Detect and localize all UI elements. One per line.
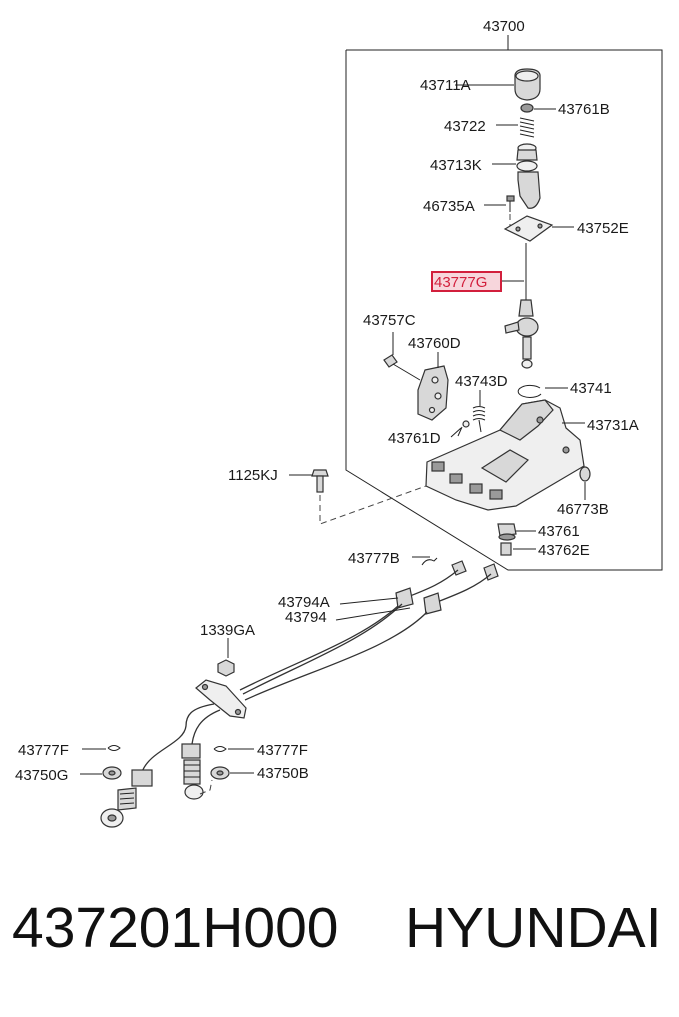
select-bracket[interactable] <box>417 365 449 421</box>
housing-bushing[interactable] <box>579 466 591 482</box>
label-43713K: 43713K <box>430 157 482 174</box>
label-43750G: 43750G <box>15 767 68 784</box>
label-43750B: 43750B <box>257 765 309 782</box>
label-43794: 43794 <box>285 609 327 626</box>
shift-housing[interactable] <box>425 399 585 511</box>
shift-boot[interactable] <box>516 143 541 209</box>
cable-clip-right[interactable] <box>213 746 227 752</box>
screw-46735A[interactable] <box>506 195 515 212</box>
washer-right[interactable] <box>210 766 230 780</box>
shift-spring[interactable] <box>519 117 535 138</box>
shift-lever[interactable] <box>504 243 539 369</box>
label-43761D: 43761D <box>388 430 441 447</box>
bracket-nut[interactable] <box>217 659 235 677</box>
footer: 437201H000 HYUNDAI <box>0 895 679 985</box>
label-43760D: 43760D <box>408 335 461 352</box>
label-46735A: 46735A <box>423 198 475 215</box>
bracket-spring[interactable] <box>472 406 486 433</box>
label-43777G[interactable]: 43777G <box>434 274 487 291</box>
label-43777F-right: 43777F <box>257 742 308 759</box>
cable-end-right[interactable] <box>181 709 221 800</box>
cable-end-left[interactable] <box>100 703 215 828</box>
bracket-pin[interactable] <box>457 420 470 437</box>
assembly-frame <box>345 35 663 571</box>
shift-cables[interactable] <box>239 560 499 701</box>
shift-knob[interactable] <box>514 68 541 101</box>
label-43752E: 43752E <box>577 220 629 237</box>
part-number: 437201H000 <box>12 896 339 960</box>
cable-collar[interactable] <box>500 542 512 556</box>
knob-ring[interactable] <box>520 103 534 113</box>
cable-mount-bracket[interactable] <box>195 679 247 719</box>
mount-bolt[interactable] <box>311 469 329 493</box>
label-43794A: 43794A <box>278 594 330 611</box>
brand-name: HYUNDAI <box>405 896 662 960</box>
label-43761B: 43761B <box>558 101 610 118</box>
label-43711A: 43711A <box>420 77 471 94</box>
label-43761: 43761 <box>538 523 580 540</box>
label-1125KJ: 1125KJ <box>228 467 278 484</box>
label-43731A: 43731A <box>587 417 639 434</box>
cable-bush[interactable] <box>497 523 517 541</box>
label-43757C: 43757C <box>363 312 416 329</box>
label-43700: 43700 <box>483 18 525 35</box>
washer-left[interactable] <box>102 766 122 780</box>
cable-clip-left[interactable] <box>107 745 121 751</box>
pivot-bolt[interactable] <box>383 354 421 381</box>
highlight-box-43777G <box>431 271 502 292</box>
label-43741: 43741 <box>570 380 612 397</box>
retaining-clip[interactable] <box>517 384 542 398</box>
label-43722: 43722 <box>444 118 486 135</box>
label-43762E: 43762E <box>538 542 590 559</box>
label-43777F-left: 43777F <box>18 742 69 759</box>
label-46773B: 46773B <box>557 501 609 518</box>
cable-clip-upper[interactable] <box>421 557 438 566</box>
lever-plate[interactable] <box>503 215 554 242</box>
label-43777B: 43777B <box>348 550 400 567</box>
parts-diagram: 43711A 43761B 43722 43713K 46735A 43752E <box>15 18 663 828</box>
label-43743D: 43743D <box>455 373 508 390</box>
label-1339GA: 1339GA <box>200 622 255 639</box>
